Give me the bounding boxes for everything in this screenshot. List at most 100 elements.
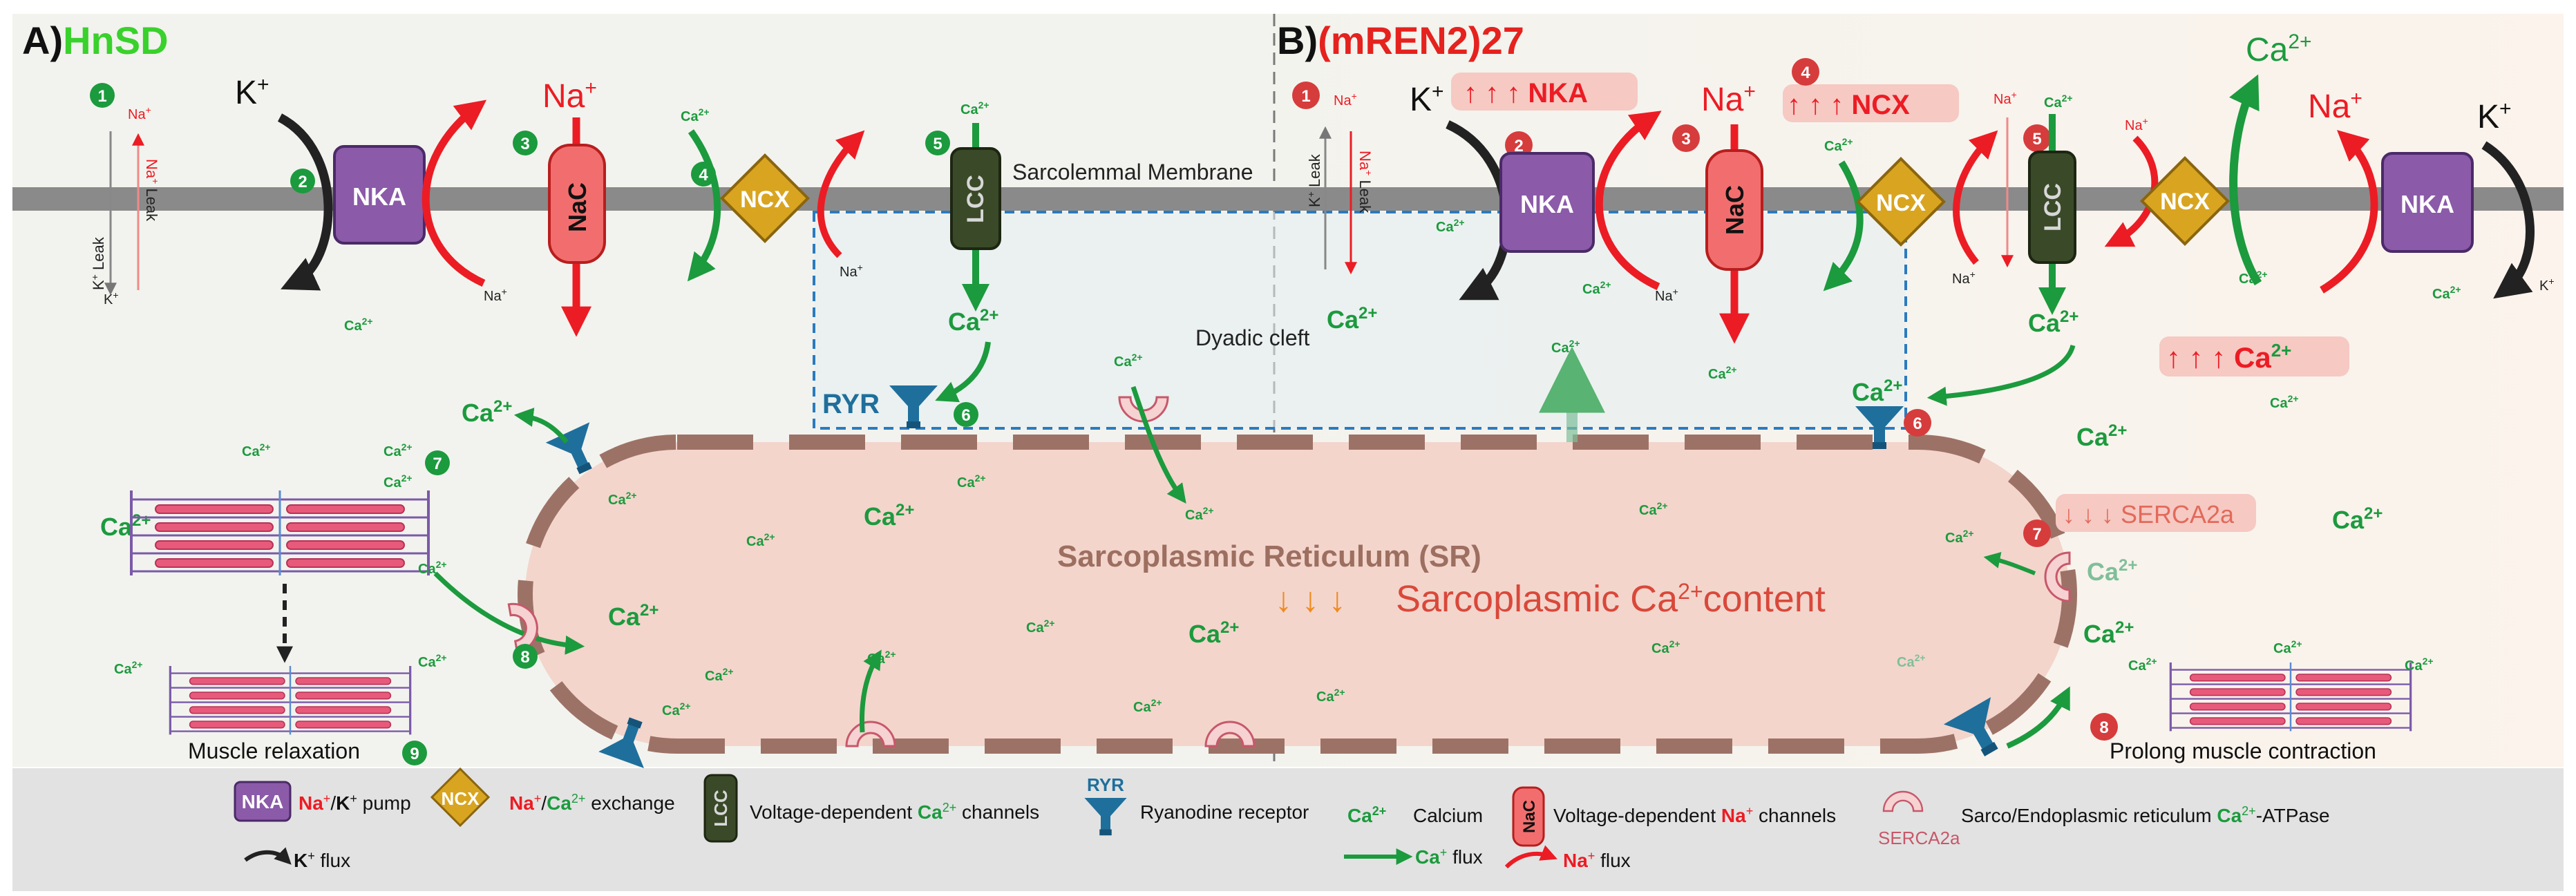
legend-ca-flux-text: Ca+ flux — [1415, 846, 1483, 868]
ca-sr-a-7: Ca2+ — [705, 666, 734, 684]
sr-content-arrows: ↓ ↓ ↓ — [1275, 580, 1346, 619]
k-ion-b-out: K+ — [2477, 97, 2512, 135]
k-ion-a: K+ — [235, 73, 269, 111]
ca-cyto-a-1: Ca2+ — [344, 316, 373, 334]
legend-ca-text: Calcium — [1413, 805, 1483, 826]
legend-lcc-icon — [703, 774, 738, 843]
nac-label-b: NaC — [1721, 185, 1749, 235]
dyadic-cleft-label: Dyadic cleft — [1195, 325, 1310, 350]
svg-text:1: 1 — [97, 87, 106, 106]
legend-nac-text: Voltage-dependent Na+ channels — [1553, 804, 1836, 826]
ncx-label-a: NCX — [740, 187, 790, 213]
ca-sr-a-8: Ca2+ — [1133, 697, 1162, 715]
nka-label-a: NKA — [352, 182, 406, 211]
svg-text:7: 7 — [433, 455, 442, 473]
legend-nka-text: Na+/K+ pump — [299, 792, 411, 814]
ca-small-a-7c: Ca2+ — [242, 441, 271, 459]
lcc-channel-b — [2028, 151, 2076, 264]
ca-small-a-myo2: Ca2+ — [418, 652, 447, 670]
membrane-label: Sarcolemmal Membrane — [1012, 160, 1253, 184]
legend-ryr-label: RYR — [1087, 774, 1124, 795]
ca-faded-b-bottom: Ca2+ — [1897, 652, 1926, 670]
ca-small-a-myo1: Ca2+ — [114, 659, 143, 677]
step-b8: 8 — [2090, 713, 2118, 741]
legend-lcc-icon-text: LCC — [710, 790, 731, 827]
ca-label-b-lcc: Ca2+ — [2028, 307, 2078, 337]
k-leak-label-b: K+ Leak — [1305, 153, 1323, 207]
na-flux-arrow-b — [1595, 111, 1662, 291]
na-ncx-arrow-a — [817, 130, 865, 258]
ca-sr-a-4: Ca2+ — [746, 531, 775, 549]
na-leak-label-b: Na+ Leak — [1356, 151, 1374, 213]
ca-small-a-7b: Ca2+ — [383, 473, 413, 490]
serca-decrease-label: ↓ ↓ ↓ SERCA2a — [2063, 500, 2235, 528]
lcc-channel-a — [950, 147, 1001, 250]
ca-small-b-nka2: Ca2+ — [1582, 279, 1611, 297]
k-ion-b: K+ — [1410, 80, 1444, 118]
ca-small-b-rnka: Ca2+ — [2432, 284, 2461, 302]
nka-pump-b — [1499, 152, 1595, 253]
svg-text:8: 8 — [520, 648, 529, 667]
ca-ion-a-ncx: Ca2+ — [681, 106, 710, 124]
ncx-label-b: NCX — [1876, 190, 1926, 216]
svg-text:6: 6 — [961, 406, 970, 425]
legend-lcc-text: Voltage-dependent Ca2+ channels — [750, 801, 1039, 823]
legend-ncx-icon — [430, 767, 491, 828]
nka-increase-label: ↑ ↑ ↑ NKA — [1464, 78, 1588, 108]
step-a6: 6 — [954, 402, 978, 427]
ca-ion-a-lcc: Ca2+ — [960, 99, 989, 117]
ca-label-a-lcc: Ca2+ — [948, 306, 998, 336]
svg-text:1: 1 — [1301, 87, 1310, 106]
ca-release-arrow-b — [2006, 686, 2070, 749]
ca-sr-b-3: Ca2+ — [1316, 687, 1345, 705]
ca-serca-arrow-a-bottom — [859, 649, 882, 733]
svg-text:6: 6 — [1913, 414, 1922, 433]
ca-ncx-arrow-a — [687, 129, 721, 282]
na-small-b-nka: Na+ — [1655, 286, 1678, 304]
legend-nac-icon-text: NaC — [1520, 800, 1539, 833]
nka-pump-b2 — [2381, 152, 2474, 253]
ca-serca-arrow-b — [1983, 552, 2036, 575]
step-b3: 3 — [1672, 124, 1700, 152]
svg-text:8: 8 — [2099, 718, 2108, 737]
step-b4: 4 — [1792, 58, 1819, 86]
ca-small-a-myo3: Ca2+ — [418, 559, 447, 577]
legend-nac-icon — [1512, 786, 1545, 847]
na-ion-b: Na+ — [1701, 80, 1756, 118]
muscle-relaxation-label: Muscle relaxation — [188, 738, 360, 763]
ncx-exchanger-b — [1855, 156, 1947, 247]
ca-small-b-serca: Ca2+ — [1945, 528, 1974, 546]
ca-small-b-myo1: Ca2+ — [2128, 656, 2157, 674]
svg-text:2: 2 — [1514, 137, 1523, 155]
ca-small-b-myo3: Ca2+ — [2273, 638, 2302, 656]
svg-text:3: 3 — [1681, 130, 1690, 149]
legend-ncx-icon-text: NCX — [442, 788, 480, 809]
nac-label-a: NaC — [563, 182, 591, 232]
na-leak-label: Na+ Leak — [143, 159, 161, 222]
na-leak-top-b: Na+ — [1334, 90, 1357, 108]
ncx-increase-label: ↑ ↑ ↑ NCX — [1787, 90, 1910, 120]
svg-text:5: 5 — [933, 135, 942, 153]
ca-large-b-r2: Ca2+ — [2332, 504, 2383, 534]
ca-ion-b-out: Ca2+ — [2246, 30, 2312, 68]
ca-large-b-r1: Ca2+ — [2076, 421, 2127, 451]
ca-to-ryr-arrow-b — [1926, 344, 2076, 406]
svg-text:4: 4 — [1801, 64, 1810, 82]
step-a8: 8 — [513, 644, 538, 669]
ca-small-b-right1: Ca2+ — [2270, 393, 2299, 411]
na-flux-arrow-a — [422, 99, 487, 287]
k-flux-arrow-b2 — [2481, 141, 2535, 299]
k-flux-arrow-a — [277, 113, 333, 291]
ca-label-a-8: Ca2+ — [608, 601, 659, 631]
legend-k-flux-text: K+ flux — [294, 849, 350, 871]
step-a3: 3 — [513, 131, 538, 155]
ca-sr-a-6: Ca2+ — [1026, 618, 1055, 636]
ca-serca-arrow-a8 — [433, 571, 585, 655]
na-rnka-arrow-b — [2320, 130, 2378, 294]
ca-sr-a-1: Ca2+ — [1185, 505, 1214, 523]
ca-small-b-rncx: Ca2+ — [2239, 269, 2268, 287]
ca-sr-b-2: Ca2+ — [1651, 638, 1680, 656]
ncx-label-b2: NCX — [2160, 189, 2210, 215]
legend-ncx-text: Na+/Ca2+ exchange — [509, 792, 675, 814]
legend-serca-text: Sarco/Endoplasmic reticulum Ca2+-ATPase — [1961, 804, 2330, 826]
